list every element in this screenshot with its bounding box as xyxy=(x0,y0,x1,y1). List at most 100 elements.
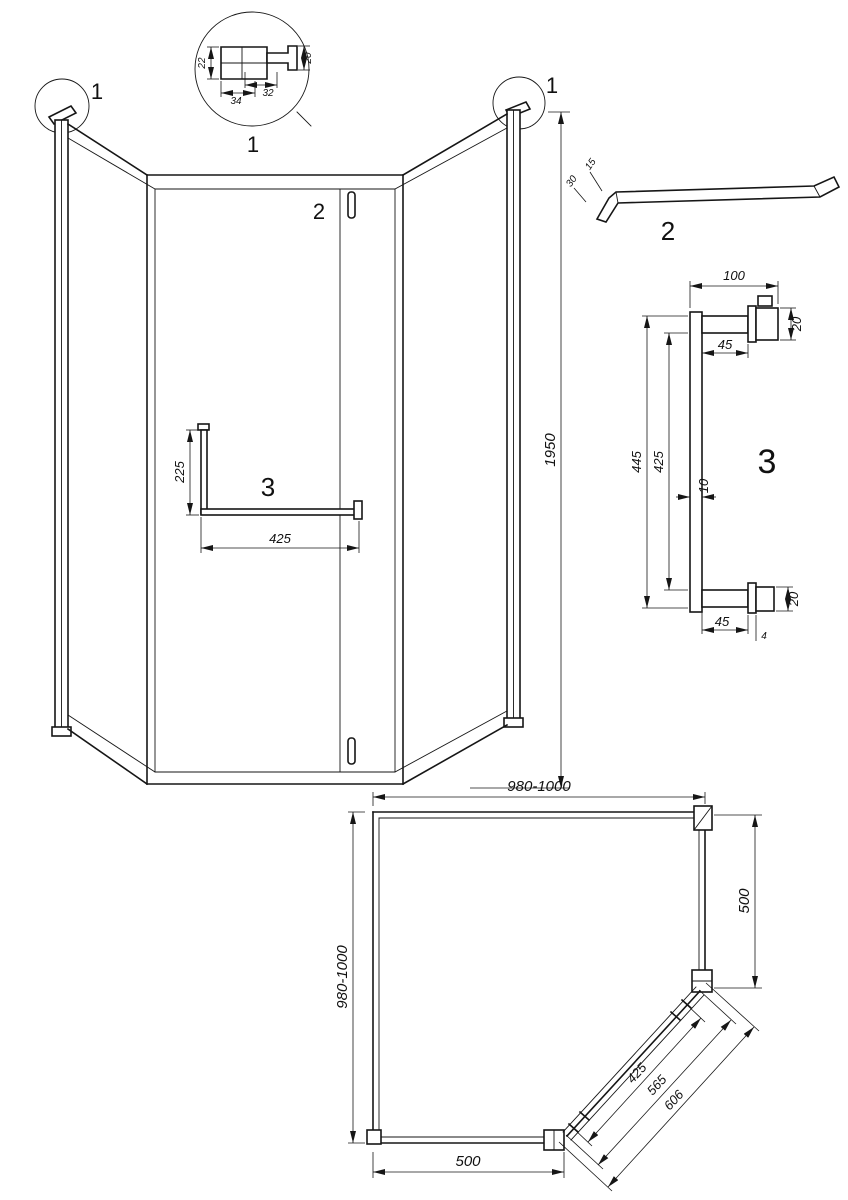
profile-cross-section xyxy=(220,45,298,80)
part3-callout-label: 3 xyxy=(261,472,275,502)
dimension-door-565: 565 xyxy=(565,989,737,1170)
edge-line xyxy=(401,723,509,786)
callout-right-1: 1 xyxy=(492,73,558,130)
handle-top-plate xyxy=(747,305,757,343)
ext-line xyxy=(572,1127,593,1147)
dimension-45-bottom: 45 xyxy=(701,609,749,634)
top-fitting xyxy=(347,191,356,219)
dimension-15: 15 xyxy=(583,156,603,192)
dimension-1950: 1950 xyxy=(470,111,570,789)
dim-text: 30 xyxy=(564,173,580,189)
wall-profiles xyxy=(51,109,524,737)
dimension-425-handle: 425 xyxy=(651,332,688,591)
dim-text: 445 xyxy=(629,450,644,472)
dim-line xyxy=(597,1019,732,1166)
dim-text: 20 xyxy=(789,316,804,332)
door-frame xyxy=(146,174,404,785)
dim-line xyxy=(607,1026,755,1188)
bend-line xyxy=(615,191,619,204)
handle-top-post xyxy=(701,315,749,334)
plan-view: 425 565 606 980-1000 980-1000 xyxy=(334,778,762,1192)
part3-label: 3 xyxy=(758,443,777,481)
detail-view-1: 22 34 32 20 1 xyxy=(194,11,314,157)
corner-profile-line xyxy=(693,805,713,831)
dim-text: 20 xyxy=(786,591,801,607)
callout-label: 1 xyxy=(546,73,558,98)
part3-handle-view: 100 45 20 445 425 10 xyxy=(629,268,804,642)
ext-line xyxy=(589,171,603,192)
dimension-445: 445 xyxy=(629,315,688,609)
dimension-side-bottom-500: 500 xyxy=(372,1152,565,1178)
callout-label: 1 xyxy=(91,79,103,104)
dimension-plan-width: 980-1000 xyxy=(372,778,706,806)
edge-line xyxy=(66,727,149,786)
bend-line xyxy=(813,185,821,198)
ext-line xyxy=(705,982,760,1032)
strip-profile xyxy=(595,175,841,223)
edge-line xyxy=(67,137,156,190)
dim-text: 34 xyxy=(230,96,242,107)
handle-bottom-post xyxy=(701,589,749,608)
dimension-20-bottom: 20 xyxy=(776,586,801,612)
dim-text: 500 xyxy=(736,888,753,914)
towel-bar: 3 225 425 xyxy=(172,423,363,553)
dim-text: 425 xyxy=(651,450,666,472)
towel-bar-horizontal xyxy=(200,508,360,516)
towel-bar-cap xyxy=(197,423,210,431)
plan-corner-profiles xyxy=(366,805,713,1151)
dim-text: 225 xyxy=(172,460,187,483)
dim-text: 22 xyxy=(197,57,208,70)
dim-text: 100 xyxy=(723,268,745,283)
detail-label: 1 xyxy=(247,132,259,157)
handle-grip-bar xyxy=(689,311,703,613)
dim-text: 45 xyxy=(715,614,730,629)
dimension-45-top: 45 xyxy=(701,335,749,358)
edge-line xyxy=(394,710,508,773)
dim-text: 500 xyxy=(455,1153,481,1170)
ext-line xyxy=(573,187,587,203)
detail-leader-line xyxy=(296,111,312,127)
dimension-side-right-500: 500 xyxy=(714,814,762,989)
dimension-32: 32 xyxy=(244,72,278,99)
dimension-225: 225 xyxy=(172,429,199,516)
dim-text: 20 xyxy=(303,52,314,65)
dimension-door-425: 425 xyxy=(572,1003,706,1147)
plan-walls xyxy=(372,811,706,1144)
door-fittings: 2 xyxy=(313,191,356,765)
part2-label: 2 xyxy=(661,216,675,246)
dim-text: 15 xyxy=(583,156,599,172)
dim-text: 425 xyxy=(269,531,291,546)
dim-text: 565 xyxy=(644,1071,670,1098)
towel-bar-end xyxy=(353,500,363,520)
dim-text: 32 xyxy=(262,88,274,99)
hinge-tick xyxy=(578,1110,591,1122)
dimension-22: 22 xyxy=(197,46,219,80)
handle-top-cap xyxy=(757,295,773,307)
dimension-100: 100 xyxy=(689,268,779,308)
dimension-30: 30 xyxy=(564,173,587,203)
handle-bottom-plate xyxy=(747,582,757,614)
dim-line xyxy=(587,1017,702,1143)
dim-text: 980-1000 xyxy=(334,945,351,1009)
dim-text: 980-1000 xyxy=(507,778,571,795)
dim-text: 425 xyxy=(624,1059,650,1086)
door-glass-line xyxy=(565,989,702,1138)
handle-top-block xyxy=(755,307,779,341)
dimension-425-front: 425 xyxy=(200,517,360,553)
edge-line xyxy=(394,127,508,190)
bottom-fitting xyxy=(347,737,356,765)
dimension-20: 20 xyxy=(298,45,314,71)
dim-text: 606 xyxy=(661,1086,687,1113)
handle-bottom-block xyxy=(755,586,775,612)
edge-line xyxy=(67,714,156,773)
dimension-10: 10 xyxy=(676,478,716,500)
edge-line xyxy=(401,112,509,177)
part2-side-view: 15 30 2 xyxy=(564,156,841,246)
dim-text: 4 xyxy=(761,631,767,642)
corner-profile xyxy=(366,1129,382,1145)
edge-line xyxy=(66,122,149,177)
ext-line xyxy=(698,989,737,1025)
door-glass-line xyxy=(562,986,697,1133)
